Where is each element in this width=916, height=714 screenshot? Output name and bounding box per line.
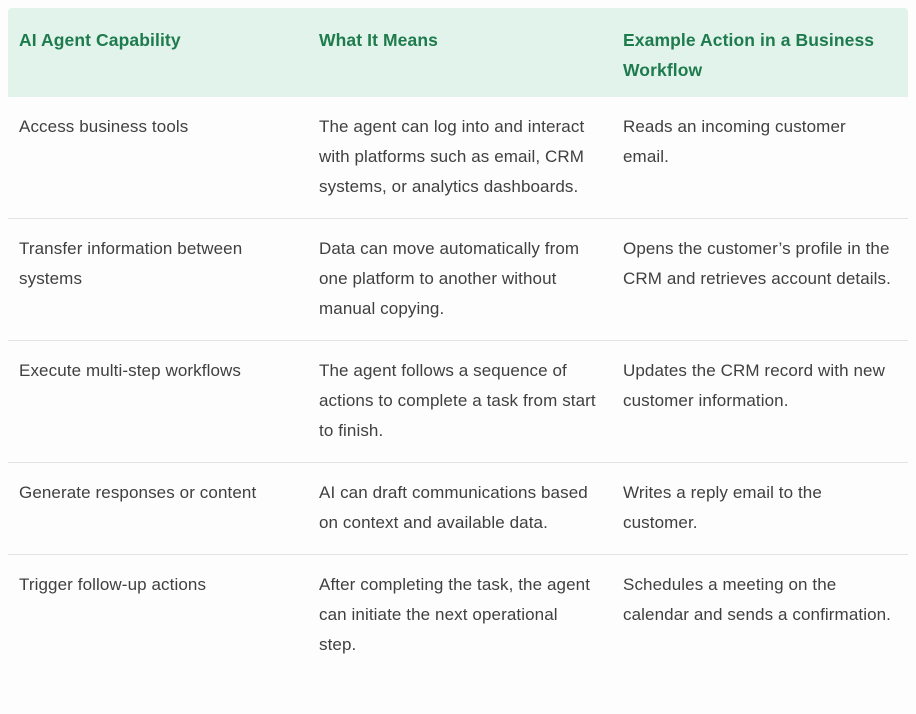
column-header-example: Example Action in a Business Workflow: [623, 30, 875, 80]
cell-example: Writes a reply email to the customer.: [623, 483, 822, 532]
cell-example: Updates the CRM record with new customer…: [623, 361, 885, 410]
table-body: Access business tools The agent can log …: [8, 97, 908, 676]
cell-capability: Transfer information between systems: [19, 239, 243, 288]
cell-meaning: The agent can log into and interact with…: [319, 117, 585, 196]
capabilities-table: AI Agent Capability What It Means Exampl…: [8, 8, 908, 676]
cell-meaning: Data can move automatically from one pla…: [319, 239, 580, 318]
table-header-row: AI Agent Capability What It Means Exampl…: [8, 8, 908, 97]
cell-example: Reads an incoming customer email.: [623, 117, 846, 166]
cell-example: Schedules a meeting on the calendar and …: [623, 575, 892, 624]
cell-capability: Trigger follow-up actions: [19, 575, 207, 594]
table-row: Generate responses or content AI can dra…: [8, 462, 908, 554]
table-row: Execute multi-step workflows The agent f…: [8, 340, 908, 462]
cell-capability: Access business tools: [19, 117, 189, 136]
column-header-meaning: What It Means: [319, 30, 438, 50]
cell-meaning: After completing the task, the agent can…: [319, 575, 591, 654]
table-row: Trigger follow-up actions After completi…: [8, 554, 908, 676]
column-header-capability: AI Agent Capability: [19, 30, 181, 50]
cell-meaning: AI can draft communications based on con…: [319, 483, 588, 532]
cell-capability: Generate responses or content: [19, 483, 257, 502]
table-row: Transfer information between systems Dat…: [8, 218, 908, 340]
cell-meaning: The agent follows a sequence of actions …: [319, 361, 596, 440]
table-row: Access business tools The agent can log …: [8, 97, 908, 218]
cell-example: Opens the customer’s profile in the CRM …: [623, 239, 891, 288]
cell-capability: Execute multi-step workflows: [19, 361, 241, 380]
